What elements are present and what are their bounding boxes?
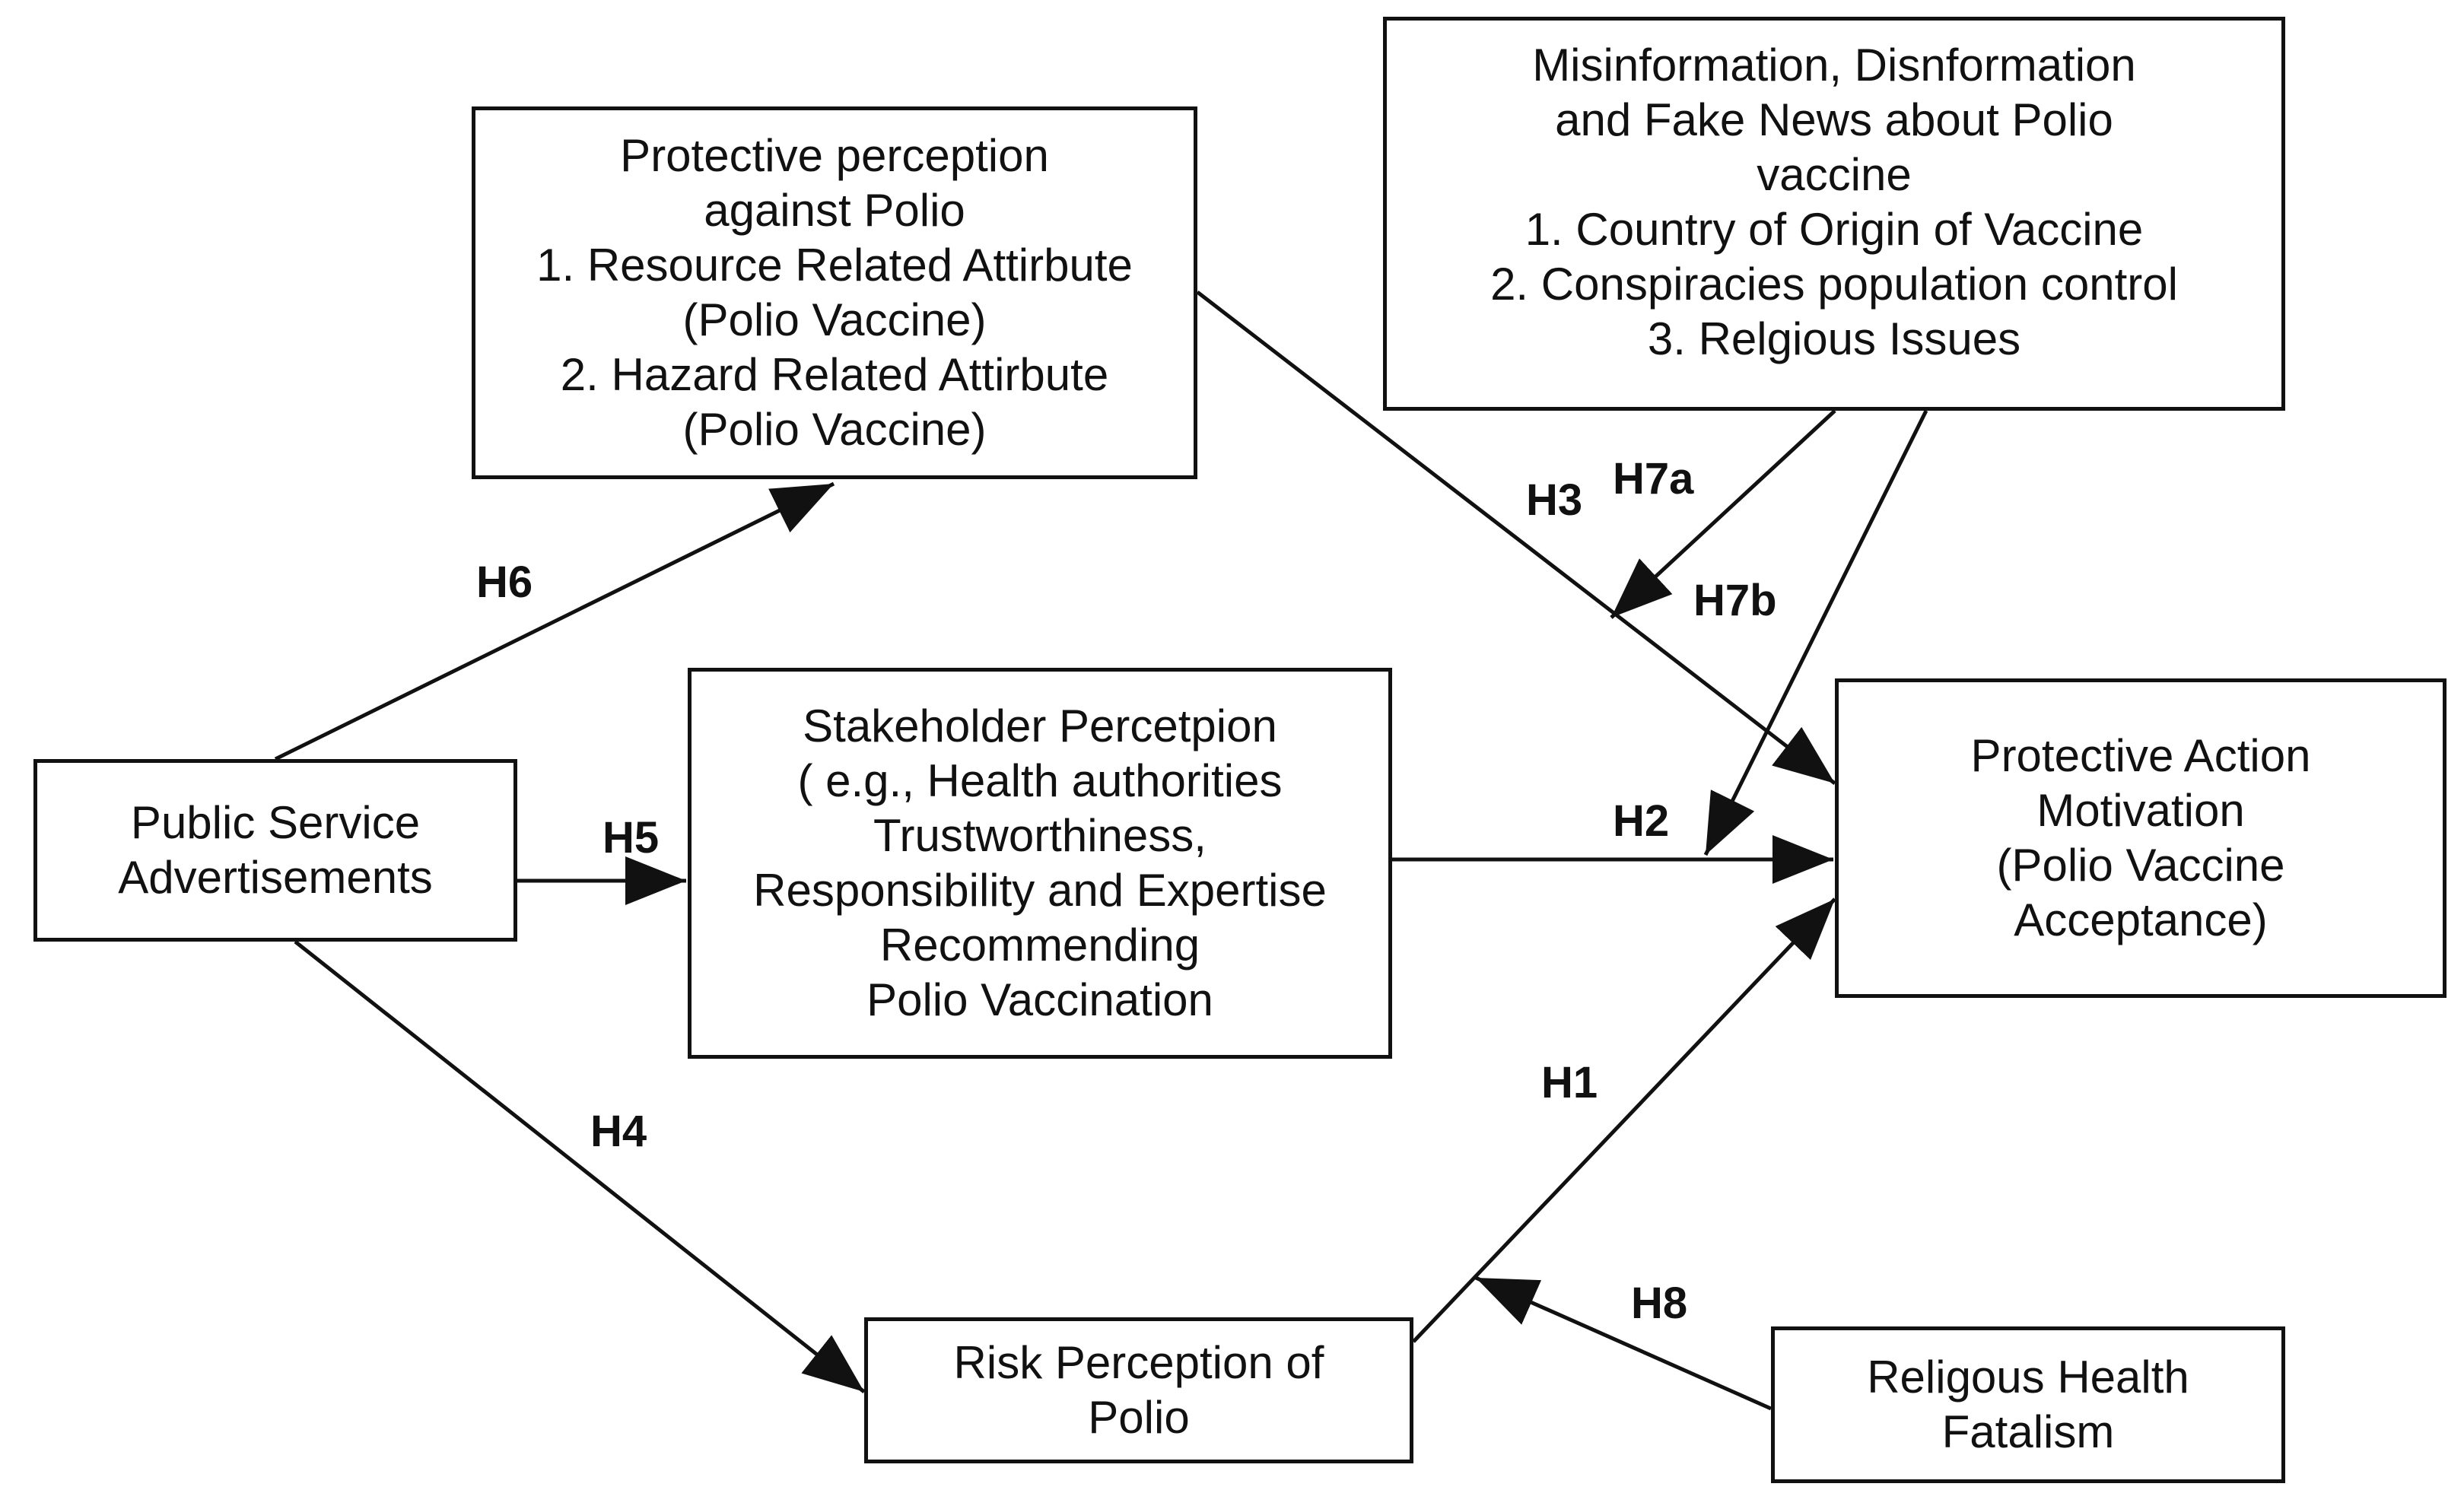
label-h2: H2 <box>1613 796 1670 846</box>
stakeholder-line: Trustworthiness, <box>873 810 1207 861</box>
misinformation-line: and Fake News about Polio <box>1555 94 2113 145</box>
psa-line: Advertisements <box>118 852 433 903</box>
protective-action-box: Protective Action Motivation (Polio Vacc… <box>1835 678 2447 998</box>
psa-line: Public Service <box>130 797 421 848</box>
label-h5: H5 <box>602 813 660 863</box>
protective-perception-line: (Polio Vaccine) <box>682 404 987 455</box>
arrow-h3 <box>1196 291 1836 785</box>
misinformation-line: 1. Country of Origin of Vaccine <box>1525 204 2144 255</box>
label-h7b: H7b <box>1693 576 1777 625</box>
protective-perception-line: Protective perception <box>620 130 1049 181</box>
protective-perception-box: Protective perception against Polio 1. R… <box>472 106 1197 479</box>
label-h1: H1 <box>1541 1058 1598 1107</box>
stakeholder-line: Responsibility and Expertise <box>753 865 1327 916</box>
misinformation-line: 2. Conspiracies population control <box>1490 259 2178 310</box>
arrow-h7b <box>1703 409 1928 856</box>
label-h6: H6 <box>476 558 533 607</box>
fatalism-line: Religous Health <box>1867 1352 2189 1403</box>
arrow-h7a <box>1610 409 1836 619</box>
misinformation-line: Misinformation, Disnformation <box>1532 40 2136 91</box>
fatalism-line: Fatalism <box>1941 1406 2115 1457</box>
risk-line: Polio <box>1088 1392 1190 1443</box>
protective-action-line: Acceptance) <box>2014 894 2268 945</box>
protective-action-line: (Polio Vaccine <box>1996 840 2285 891</box>
protective-perception-line: (Polio Vaccine) <box>682 294 987 345</box>
protective-perception-line: against Polio <box>704 185 965 236</box>
protective-action-line: Motivation <box>2036 785 2245 836</box>
misinformation-line: vaccine <box>1757 149 1912 200</box>
risk-line: Risk Perception of <box>953 1337 1324 1388</box>
arrow-h4 <box>294 940 866 1393</box>
protective-action-line: Protective Action <box>1970 730 2311 781</box>
arrow-h8 <box>1474 1276 1772 1411</box>
stakeholder-line: Recommending <box>879 920 1200 971</box>
arrow-h1 <box>1412 897 1836 1343</box>
religious-fatalism-box: Religous Health Fatalism <box>1771 1326 2285 1483</box>
stakeholder-line: ( e.g., Health authorities <box>797 755 1283 806</box>
stakeholder-line: Stakeholder Percetpion <box>803 700 1277 751</box>
stakeholder-line: Polio Vaccination <box>866 974 1213 1025</box>
protective-perception-line: 1. Resource Related Attirbute <box>536 240 1133 291</box>
stakeholder-perception-box: Stakeholder Percetpion ( e.g., Health au… <box>688 668 1392 1059</box>
label-h8: H8 <box>1631 1279 1688 1328</box>
risk-perception-box: Risk Perception of Polio <box>864 1317 1413 1463</box>
misinformation-box: Misinformation, Disnformation and Fake N… <box>1383 17 2285 411</box>
protective-perception-line: 2. Hazard Related Attirbute <box>560 349 1109 400</box>
misinformation-line: 3. Relgious Issues <box>1647 313 2021 364</box>
arrow-h6 <box>274 481 835 761</box>
label-h4: H4 <box>590 1107 647 1156</box>
label-h7a: H7a <box>1613 454 1694 504</box>
label-h3: H3 <box>1526 475 1583 525</box>
public-service-ads-box: Public Service Advertisements <box>33 759 517 942</box>
